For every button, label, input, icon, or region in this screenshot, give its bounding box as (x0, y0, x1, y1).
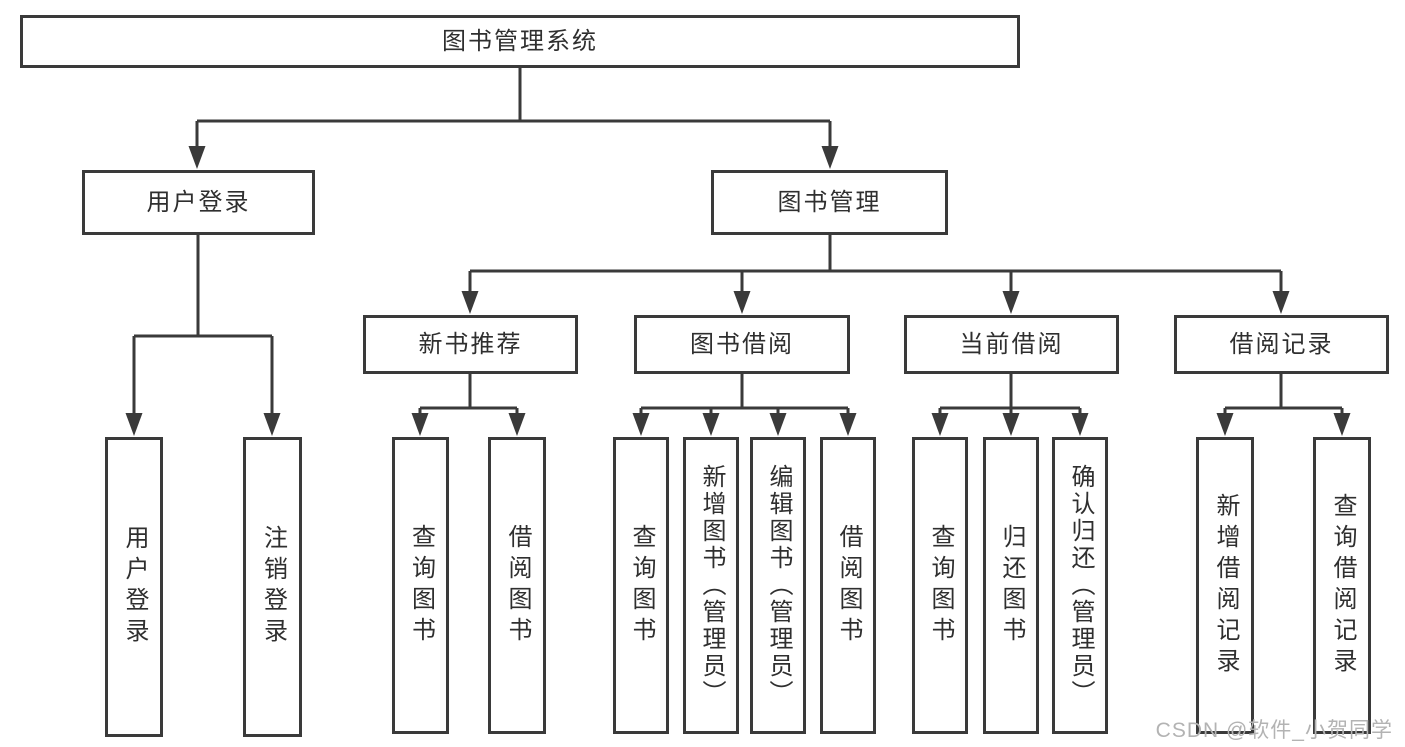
arrowhead (821, 146, 839, 169)
leaf-query-books-2: 查询图书 (613, 437, 669, 734)
arrowhead (931, 413, 949, 436)
leaf-borrow-books-1: 借阅图书 (488, 437, 546, 734)
node-label: 注销登录 (259, 525, 287, 649)
arrowhead (1272, 291, 1290, 314)
node-label: 查询借阅记录 (1329, 492, 1356, 679)
node-label: 当前借阅 (959, 330, 1064, 358)
node-label: 查询图书 (927, 523, 954, 648)
arrowhead (1216, 413, 1234, 436)
node-label: 图书管理系统 (442, 27, 598, 55)
connector-root (195, 68, 832, 147)
node-label: 借阅图书 (504, 523, 531, 648)
arrowhead (508, 413, 526, 436)
node-label: 图书管理 (777, 188, 882, 216)
arrowhead (632, 413, 650, 436)
leaf-add-borrow-record: 新增借阅记录 (1196, 437, 1254, 734)
connector-book-management (468, 235, 1283, 292)
connector-user-login (132, 235, 274, 414)
connector-borrow-records (1223, 374, 1344, 415)
leaf-query-books-3: 查询图书 (912, 437, 968, 734)
leaf-query-borrow-record: 查询借阅记录 (1313, 437, 1371, 734)
node-current-borrow: 当前借阅 (904, 315, 1119, 374)
leaf-query-books-1: 查询图书 (392, 437, 449, 734)
node-new-book-recommend: 新书推荐 (363, 315, 578, 374)
arrowhead (702, 413, 720, 436)
leaf-logout: 注销登录 (243, 437, 302, 737)
node-label: 借阅图书 (835, 523, 862, 648)
node-label: 用户登录 (121, 525, 148, 649)
arrowhead (411, 413, 429, 436)
node-label: 新书推荐 (418, 330, 523, 358)
node-label: 查询图书 (628, 523, 655, 648)
arrowhead (1002, 413, 1020, 436)
node-book-management: 图书管理 (711, 170, 948, 235)
arrowhead (263, 413, 281, 436)
node-book-borrow: 图书借阅 (634, 315, 850, 374)
leaf-edit-books-admin: 编辑图书（管理员） (750, 437, 806, 734)
node-library-management-system: 图书管理系统 (20, 15, 1020, 68)
connector-current-borrow (938, 374, 1082, 415)
connector-new-book (418, 374, 519, 415)
arrowhead (1002, 291, 1020, 314)
node-label: 图书借阅 (690, 330, 794, 358)
leaf-add-books-admin: 新增图书（管理员） (683, 437, 739, 734)
leaf-user-login: 用户登录 (105, 437, 163, 737)
node-label: 新增借阅记录 (1212, 492, 1239, 679)
arrowhead (839, 413, 857, 436)
arrowhead (461, 291, 479, 314)
leaf-borrow-books-2: 借阅图书 (820, 437, 876, 734)
arrowhead (1071, 413, 1089, 436)
node-borrow-records: 借阅记录 (1174, 315, 1389, 374)
arrowhead (188, 146, 206, 169)
csdn-watermark: CSDN @软件_小贺同学 (1155, 719, 1393, 742)
node-label: 新增图书（管理员） (698, 464, 725, 707)
leaf-confirm-return-admin: 确认归还（管理员） (1052, 437, 1108, 734)
arrowhead (1333, 413, 1351, 436)
node-label: 编辑图书（管理员） (765, 464, 792, 707)
node-user-login: 用户登录 (82, 170, 315, 235)
node-label: 归还图书 (998, 523, 1025, 648)
node-label: 用户登录 (146, 188, 251, 216)
arrowhead (125, 413, 143, 436)
leaf-return-books: 归还图书 (983, 437, 1039, 734)
node-label: 确认归还（管理员） (1067, 464, 1094, 707)
connector-book-borrow (639, 374, 850, 415)
arrowhead (733, 291, 751, 314)
node-label: 借阅记录 (1229, 330, 1334, 358)
node-label: 查询图书 (407, 523, 435, 648)
arrowhead (769, 413, 787, 436)
